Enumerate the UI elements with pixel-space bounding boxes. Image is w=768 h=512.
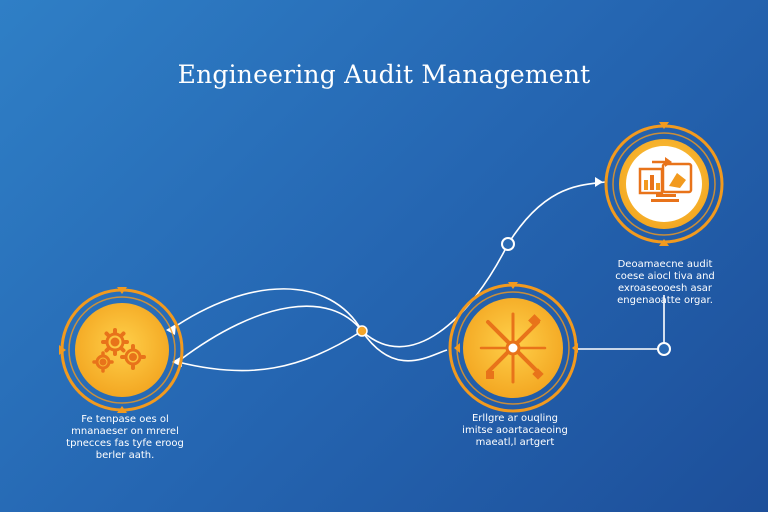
caption-center-line: maeatl,l artgert [475,437,555,448]
diagram-title: Engineering Audit Management [177,60,591,89]
connector-loop-curve [169,288,448,362]
caption-center: Erllgre ar ouqling imitse aoartacaeoing … [440,413,590,449]
caption-left-line: berler aath. [95,450,155,461]
gears-icon [92,328,146,373]
caption-left-line: Fe tenpase oes ol [81,414,169,425]
caption-center-line: imitse aoartacaeoing [462,425,568,436]
caption-center-line: Erllgre ar ouqling [471,413,559,424]
caption-left: Fe tenpase oes ol mnanaeser on mrerel tp… [50,414,200,462]
caption-right: Deoamaecne audit coese aiocl tiva and ex… [595,259,735,307]
midpoint-dot [356,325,368,337]
caption-right-line: coese aiocl tiva and [615,271,715,282]
node-left [59,287,184,413]
node-right [604,122,724,246]
caption-right-line: engenaoatte orgar. [617,295,713,306]
caption-left-line: mnanaeser on mrerel [71,426,179,437]
junction-dot-right [657,342,671,356]
node-center [448,282,578,413]
caption-right-line: Deoamaecne audit [617,259,713,270]
connector-return-curve [177,330,363,372]
caption-right-line: exroaseooesh asar [617,283,713,294]
tools-cross-icon [479,312,547,384]
arrow-right-node [595,177,603,187]
caption-left-line: tpnecces fas tyfe eroog [66,438,184,449]
connector-long-curve [179,181,606,361]
monitor-chart-icon [638,157,693,202]
junction-dot-upper [501,237,515,251]
